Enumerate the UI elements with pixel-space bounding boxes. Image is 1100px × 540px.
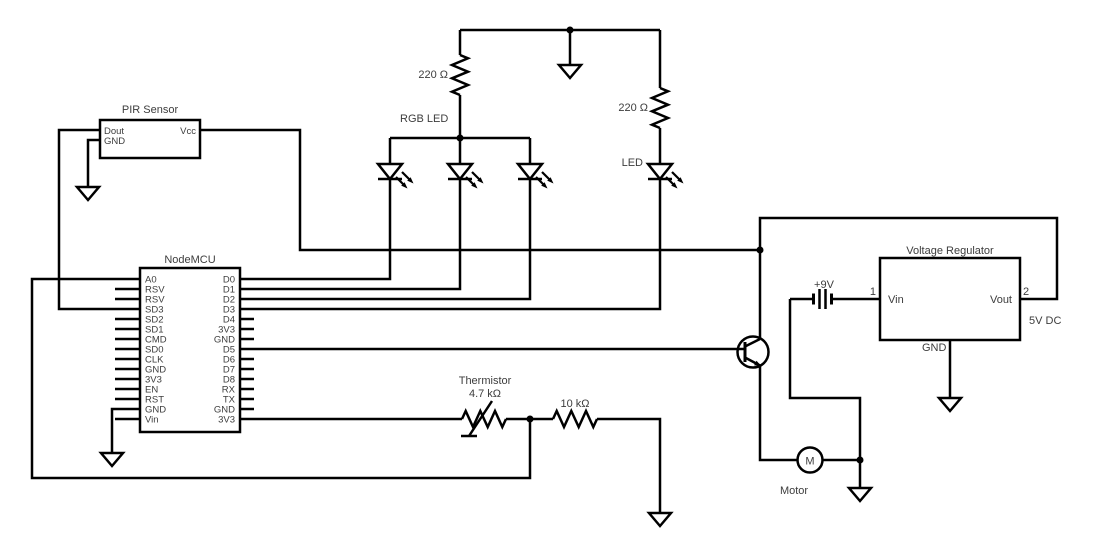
ground-motor-icon bbox=[847, 486, 873, 503]
wire-a0-to-divider bbox=[30, 277, 532, 480]
led-rgb-1 bbox=[376, 162, 415, 190]
nodemcu-pin-a0: A0 bbox=[145, 275, 157, 286]
regulator-vout-label: Vout bbox=[990, 294, 1012, 306]
wire-battery-neg-return bbox=[788, 299, 862, 460]
nodemcu-right-pin-stubs bbox=[240, 317, 254, 411]
junction-rgb-bus bbox=[456, 134, 464, 142]
wire-10k-to-ground bbox=[597, 417, 662, 513]
nodemcu-pin-rx: RX bbox=[222, 385, 236, 396]
battery-label: +9V bbox=[814, 279, 835, 291]
battery-long-plates bbox=[818, 289, 827, 309]
thermistor-value: 4.7 kΩ bbox=[469, 388, 501, 400]
regulator-vin-label: Vin bbox=[888, 294, 904, 306]
nodemcu-left-pin-stubs bbox=[115, 287, 140, 421]
nodemcu-pin-gnd-right1: GND bbox=[214, 335, 235, 346]
nodemcu-pin-d1: D1 bbox=[223, 285, 235, 296]
nodemcu-pin-en: EN bbox=[145, 385, 158, 396]
ground-regulator-icon bbox=[937, 396, 963, 413]
pir-pin-vcc: Vcc bbox=[180, 126, 196, 137]
regulator-output-label: 5V DC bbox=[1029, 315, 1061, 327]
nodemcu-pin-rsv2: RSV bbox=[145, 295, 165, 306]
nodemcu-pin-tx: TX bbox=[223, 395, 236, 406]
nodemcu-pin-d0: D0 bbox=[223, 275, 235, 286]
nodemcu-pin-3v3-right1: 3V3 bbox=[218, 325, 235, 336]
nodemcu-pin-cmd: CMD bbox=[145, 335, 167, 346]
wire-led-green-to-d1 bbox=[240, 138, 462, 291]
nodemcu-pin-sd0: SD0 bbox=[145, 345, 163, 356]
junction-top-rail bbox=[566, 26, 574, 34]
nodemcu-pin-d4: D4 bbox=[223, 315, 235, 326]
wire-emitter-motor bbox=[758, 365, 862, 488]
junction-divider bbox=[526, 415, 534, 423]
resistor-220-led-value: 220 Ω bbox=[618, 102, 648, 114]
resistor-220-rgb-value: 220 Ω bbox=[418, 69, 448, 81]
nodemcu-title: NodeMCU bbox=[164, 254, 215, 266]
thermistor-strike bbox=[461, 400, 494, 438]
wire-pir-gnd bbox=[86, 138, 100, 187]
thermistor-label: Thermistor bbox=[459, 375, 512, 387]
ground-nodemcu-icon bbox=[99, 451, 125, 468]
ground-pir-icon bbox=[75, 185, 101, 202]
resistor-220-rgb bbox=[448, 53, 472, 97]
junction-motor-gnd bbox=[856, 456, 864, 464]
wire-led-single-to-d3 bbox=[240, 30, 662, 311]
regulator-pin2: 2 bbox=[1023, 286, 1029, 298]
transistor-emitter-arrow bbox=[754, 360, 762, 367]
nodemcu-pin-sd2: SD2 bbox=[145, 315, 163, 326]
pir-pin-dout: Dout bbox=[104, 126, 124, 137]
ground-divider-icon bbox=[647, 511, 673, 528]
led-single bbox=[646, 162, 685, 190]
nodemcu-pin-sd1: SD1 bbox=[145, 325, 163, 336]
ground-top-rail-icon bbox=[557, 63, 583, 80]
nodemcu-pin-d3: D3 bbox=[223, 305, 235, 316]
nodemcu-pin-3v3-right2: 3V3 bbox=[218, 415, 235, 426]
motor-label: Motor bbox=[780, 485, 808, 497]
motor-symbol: M bbox=[805, 456, 814, 468]
pir-pin-gnd: GND bbox=[104, 136, 125, 147]
pir-title: PIR Sensor bbox=[122, 104, 179, 116]
regulator-title: Voltage Regulator bbox=[906, 245, 994, 257]
wire-nodemcu-gnd bbox=[110, 407, 140, 453]
nodemcu-pin-clk: CLK bbox=[145, 355, 164, 366]
nodemcu-pin-sd3: SD3 bbox=[145, 305, 163, 316]
led-rgb-2 bbox=[446, 162, 485, 190]
nodemcu-pin-gnd-left2: GND bbox=[145, 405, 166, 416]
rgb-led-label: RGB LED bbox=[400, 113, 448, 125]
regulator-pin1: 1 bbox=[870, 286, 876, 298]
resistor-10k bbox=[551, 407, 599, 431]
wire-pir-vcc-to-5v bbox=[200, 128, 760, 252]
thermistor-zigzag bbox=[460, 407, 508, 431]
nodemcu-pin-d5: D5 bbox=[223, 345, 235, 356]
nodemcu-pin-rst: RST bbox=[145, 395, 164, 406]
led-label: LED bbox=[622, 157, 643, 169]
nodemcu-pin-gnd-left1: GND bbox=[145, 365, 166, 376]
resistor-220-led bbox=[648, 86, 672, 130]
nodemcu-pin-d7: D7 bbox=[223, 365, 235, 376]
nodemcu-pin-d8: D8 bbox=[223, 375, 235, 386]
battery-short-plates bbox=[812, 293, 833, 305]
wire-led-red-to-d0 bbox=[240, 138, 392, 281]
led-rgb-3 bbox=[516, 162, 555, 190]
nodemcu-pin-d6: D6 bbox=[223, 355, 235, 366]
wire-pir-dout-to-sd3 bbox=[57, 128, 140, 311]
nodemcu-pin-gnd-right2: GND bbox=[214, 405, 235, 416]
nodemcu-box bbox=[138, 266, 242, 434]
regulator-gnd-label: GND bbox=[922, 342, 947, 354]
resistor-10k-value: 10 kΩ bbox=[560, 398, 589, 410]
wire-led-blue-to-d2 bbox=[240, 138, 532, 301]
junction-5v bbox=[756, 246, 764, 254]
nodemcu-pin-vin: Vin bbox=[145, 415, 159, 426]
nodemcu-pin-3v3-left: 3V3 bbox=[145, 375, 162, 386]
nodemcu-pin-rsv1: RSV bbox=[145, 285, 165, 296]
wire-vout-5v-loop bbox=[758, 216, 1059, 301]
nodemcu-pin-d2: D2 bbox=[223, 295, 235, 306]
